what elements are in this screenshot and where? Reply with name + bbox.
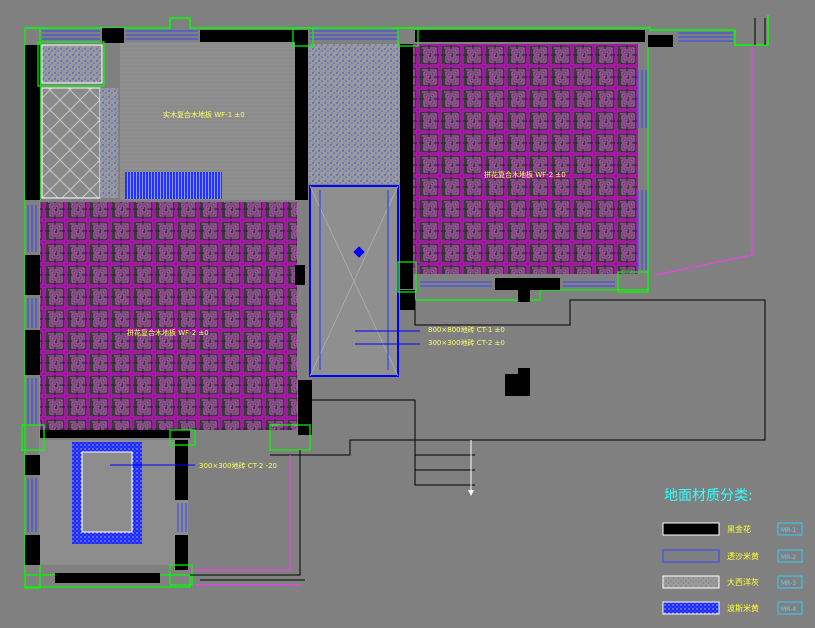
diagonal-tile-block xyxy=(41,87,101,199)
label-main-left: 拼花复合木地板 WF-2 ±0 xyxy=(127,328,209,337)
label-top-right: 拼花复合木地板 WF-2 ±0 xyxy=(484,170,566,179)
leader-lines xyxy=(110,330,420,466)
legend-swatch-1 xyxy=(662,522,720,536)
legend-label-3: 大西洋灰 xyxy=(727,577,759,587)
legend-label-4: 波斯米黄 xyxy=(727,603,759,613)
dotted-strip xyxy=(100,88,118,198)
legend-code-4: MR-4 xyxy=(781,606,796,613)
dotted-block-top-left xyxy=(41,44,103,84)
legend-swatch-2 xyxy=(662,549,720,563)
legend-swatch-3 xyxy=(662,575,720,589)
column-outlines xyxy=(21,27,649,586)
room-main-left-floor xyxy=(40,202,297,430)
legend-label-1: 黑金花 xyxy=(727,524,751,534)
label-top-left: 实木复合木地板 WF-1 ±0 xyxy=(163,110,245,119)
interior-walls xyxy=(25,28,673,583)
legend-code-3: MR-3 xyxy=(781,580,796,587)
legend-code-1: MR-1 xyxy=(781,527,796,534)
window-frames xyxy=(27,30,733,532)
legend-swatch-4 xyxy=(662,601,720,615)
center-dotted-area xyxy=(308,44,401,184)
shower-tile xyxy=(81,451,133,533)
legend-title: 地面材质分类: xyxy=(664,488,753,504)
legend: 地面材质分类: 黑金花 MR-1 透沙米黄 MR-2 大西洋灰 MR-3 波斯米… xyxy=(662,488,803,615)
exterior-lines xyxy=(190,18,766,581)
label-tile-c: 300×300地砖 CT-2 -20 xyxy=(199,461,277,470)
legend-label-2: 透沙米黄 xyxy=(727,551,759,561)
label-tile-b: 300×300地砖 CT-2 ±0 xyxy=(428,338,505,347)
room-top-right-floor xyxy=(413,44,638,274)
magenta-boundary xyxy=(190,45,753,586)
label-tile-a: 800×800地砖 CT-1 ±0 xyxy=(428,325,505,334)
radiator xyxy=(125,172,222,199)
legend-code-2: MR-2 xyxy=(781,554,796,561)
